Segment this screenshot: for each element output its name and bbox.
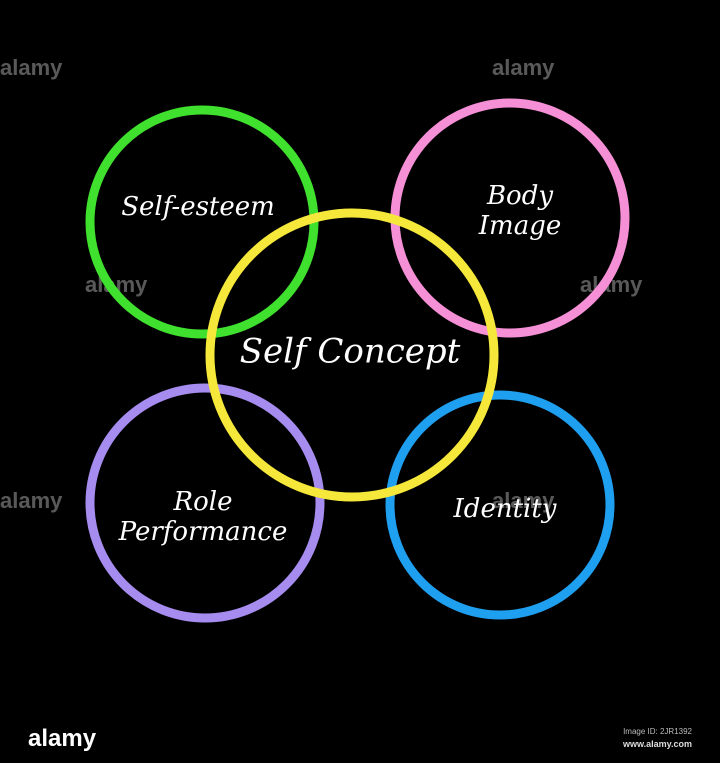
node-label-self-esteem: Self-esteem — [121, 192, 275, 223]
alamy-logo: alamy — [28, 725, 97, 752]
watermark: alamy — [492, 55, 555, 80]
self-concept-circle — [205, 208, 499, 502]
center-label: Self Concept — [239, 331, 461, 372]
identity-circle — [385, 390, 615, 620]
node-label-body-image: Body Image — [478, 181, 562, 241]
role-performance-circle — [85, 383, 325, 623]
watermark: alamy — [0, 488, 63, 513]
watermark: alamy — [0, 55, 63, 80]
image-id: Image ID: 2JR1392 — [623, 727, 692, 736]
footer-bar: alamy Image ID: 2JR1392 www.alamy.com — [0, 715, 720, 763]
node-label-identity: Identity — [453, 494, 557, 525]
watermark: alamy — [492, 488, 555, 513]
node-label-role-performance: Role Performance — [118, 487, 288, 547]
site-url: www.alamy.com — [622, 739, 692, 749]
